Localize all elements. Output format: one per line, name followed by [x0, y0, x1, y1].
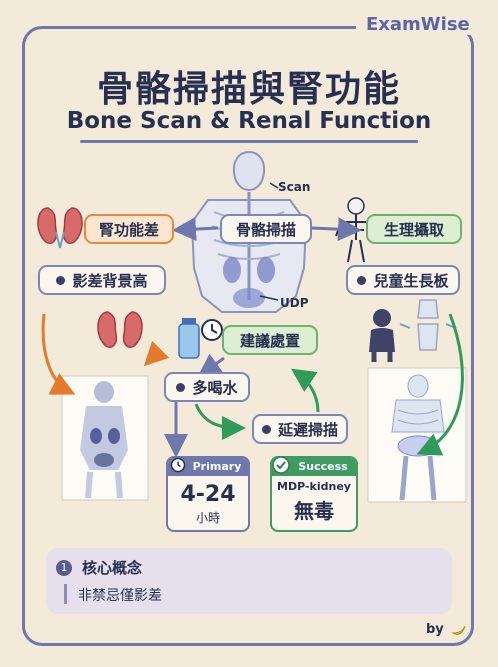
bone-scan-image [61, 375, 149, 501]
primary-card-header: Primary [168, 458, 248, 476]
bullet-icon [56, 275, 66, 285]
physio-uptake-node: 生理攝取 [366, 214, 462, 244]
success-sub: MDP-kidney [277, 480, 351, 493]
suggested-action-label: 建議處置 [239, 331, 300, 350]
concept-number-badge: 1 [56, 560, 72, 576]
success-value: 無毒 [294, 499, 334, 523]
banana-icon [451, 625, 466, 635]
bone-scan-label: 骨骼掃描 [235, 220, 296, 239]
byline-text: by [426, 622, 444, 637]
page-title: 骨骼掃描與腎功能 [96, 69, 401, 110]
kidney-icon [97, 311, 143, 348]
udp-label: UDP [280, 296, 309, 310]
poor-renal-node: 腎功能差 [84, 214, 174, 244]
high-background-node: 影差背景高 [38, 265, 166, 295]
high-background-label: 影差背景高 [72, 271, 148, 290]
bullet-icon [176, 382, 186, 392]
scan-label: Scan [278, 180, 311, 194]
success-card-header: Success [272, 458, 356, 476]
byline: by [426, 622, 467, 637]
clock-icon [170, 457, 186, 473]
delayed-scan-label: 延遲掃描 [277, 420, 338, 439]
poor-renal-label: 腎功能差 [98, 220, 159, 239]
core-concept-box: 1 核心概念 非禁忌僅影差 [46, 548, 452, 614]
concept-quote-bar [64, 584, 67, 604]
primary-unit: 小時 [195, 511, 220, 525]
primary-tag: Primary [192, 460, 242, 473]
skeleton-xray-image [367, 367, 467, 503]
growth-plate-label: 兒童生長板 [373, 271, 449, 290]
drink-water-label: 多喝水 [192, 378, 238, 397]
page-subtitle: Bone Scan & Renal Function [66, 108, 432, 134]
suggested-action-node: 建議處置 [222, 325, 318, 355]
drink-water-node: 多喝水 [164, 372, 250, 402]
bullet-icon [357, 275, 367, 285]
brand-logo: ExamWise [356, 14, 480, 35]
kidney-icon [37, 207, 83, 249]
clock-icon [201, 319, 223, 341]
child-icon [369, 309, 395, 362]
delayed-scan-node: 延遲掃描 [252, 414, 348, 444]
bone-scan-node: 骨骼掃描 [220, 214, 312, 244]
success-tag: Success [298, 460, 348, 473]
physio-uptake-label: 生理攝取 [383, 220, 444, 239]
bullet-icon [261, 424, 271, 434]
concept-text: 非禁忌僅影差 [78, 588, 162, 604]
knee-icon [399, 299, 457, 351]
primary-value: 4-24 [180, 482, 236, 507]
concept-title: 核心概念 [82, 559, 143, 577]
water-bottle-icon [178, 318, 200, 359]
check-icon [272, 456, 290, 474]
border-frame [22, 26, 474, 646]
title-underline [80, 140, 418, 143]
growth-plate-node: 兒童生長板 [346, 265, 460, 295]
